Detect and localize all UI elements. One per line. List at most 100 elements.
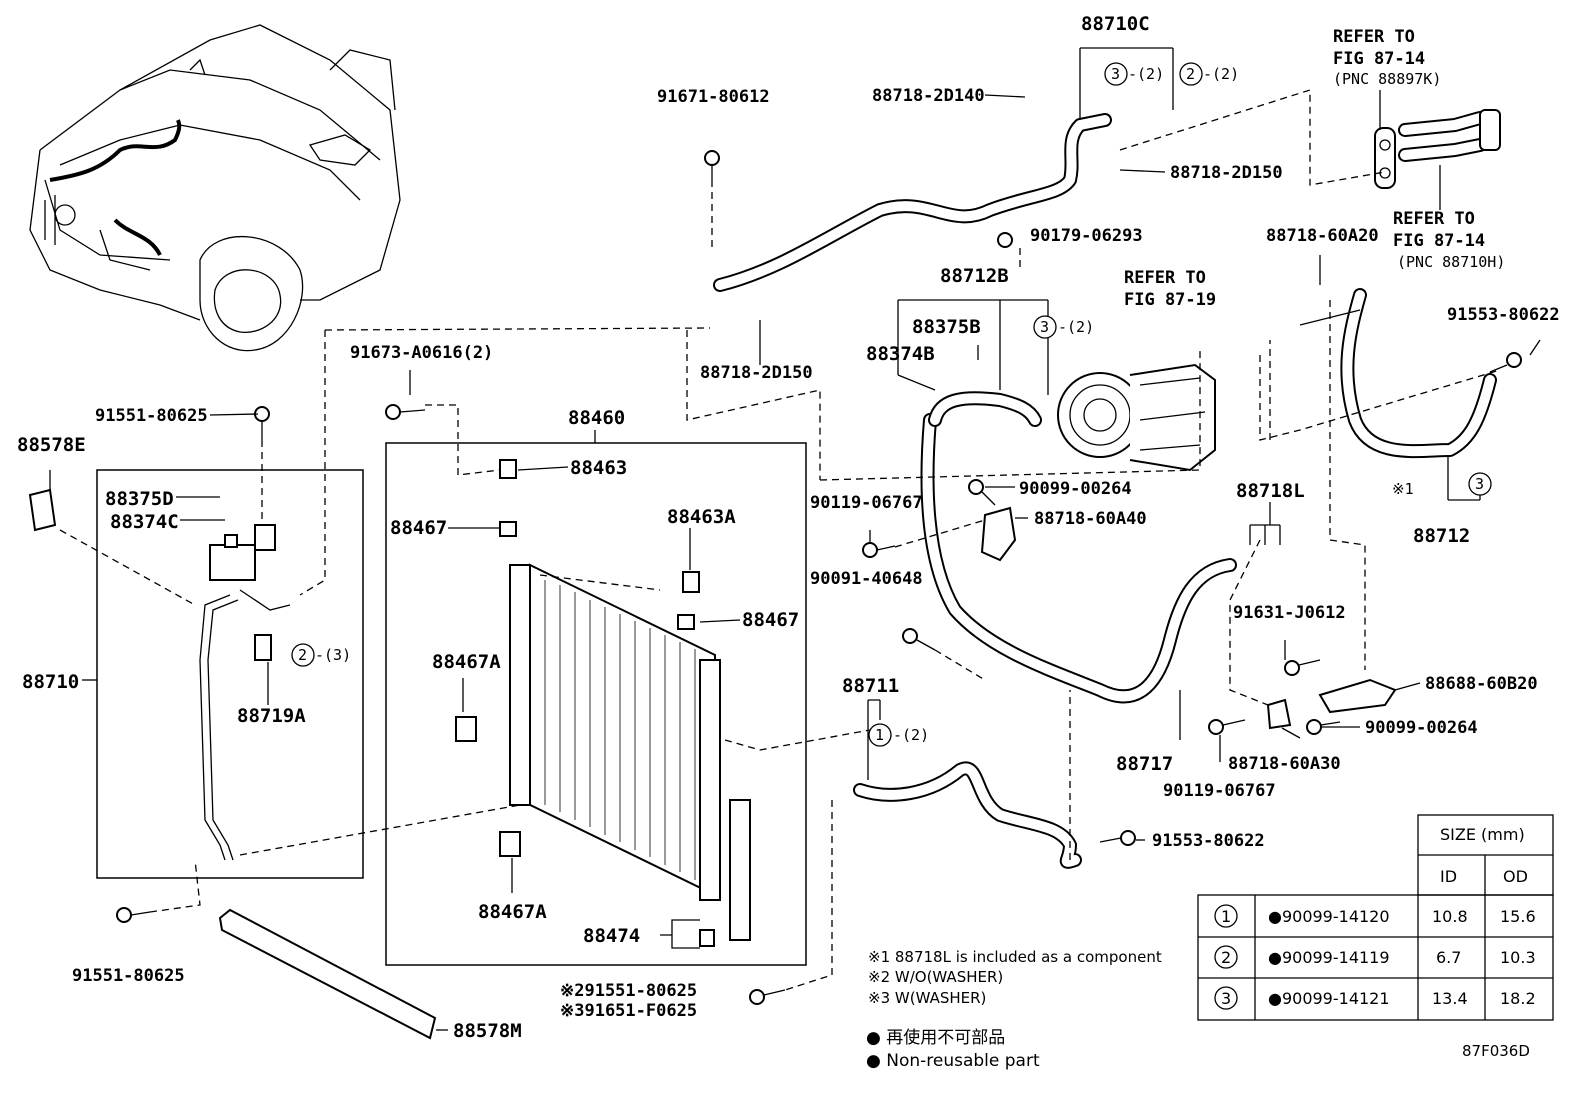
key-2: 2 bbox=[1186, 65, 1195, 83]
label-88712b: 88712B bbox=[940, 265, 1009, 287]
label-88688-60b20: 88688-60B20 bbox=[1425, 674, 1538, 694]
label-91553-80622: 91553-80622 bbox=[1152, 831, 1265, 851]
label-88474: 88474 bbox=[583, 925, 640, 947]
label-qty: -(2) bbox=[1058, 318, 1094, 336]
size-row-od: 18.2 bbox=[1500, 989, 1536, 1008]
label-90091-40648: 90091-40648 bbox=[810, 569, 923, 589]
label-88578m: 88578M bbox=[453, 1020, 522, 1042]
svg-text:REFER TO: REFER TO bbox=[1393, 209, 1475, 229]
svg-text:● Non-reusable part: ● Non-reusable part bbox=[866, 1051, 1040, 1071]
svg-text:2: 2 bbox=[1221, 948, 1231, 967]
label-91673-a0616: 91673-A0616(2) bbox=[350, 343, 493, 363]
condenser-assembly-88460 bbox=[385, 442, 807, 966]
pipe-illustration bbox=[199, 109, 1501, 869]
key-circles: 3 2 3 2 1 3 bbox=[291, 62, 1492, 747]
label-88463a: 88463A bbox=[667, 506, 736, 528]
svg-text:REFER TO: REFER TO bbox=[1124, 268, 1206, 288]
refer-to-2: REFER TO FIG 87-14 (PNC 88710H) bbox=[1393, 209, 1505, 271]
label-88710c: 88710C bbox=[1081, 13, 1150, 35]
label-88719a: 88719A bbox=[237, 705, 306, 727]
label-88578e: 88578E bbox=[17, 434, 86, 456]
size-row-od: 10.3 bbox=[1500, 948, 1536, 967]
key-3: 3 bbox=[1111, 65, 1120, 83]
svg-text:※3 W(WASHER): ※3 W(WASHER) bbox=[868, 989, 986, 1007]
svg-text:FIG 87-14: FIG 87-14 bbox=[1333, 49, 1425, 69]
label-88711: 88711 bbox=[842, 675, 899, 697]
svg-text:FIG 87-19: FIG 87-19 bbox=[1124, 290, 1216, 310]
size-row-id: 10.8 bbox=[1432, 907, 1468, 926]
svg-text:1: 1 bbox=[1221, 907, 1231, 926]
size-row-part: ●90099-14120 bbox=[1268, 907, 1390, 926]
size-row-part: ●90099-14119 bbox=[1268, 948, 1390, 967]
receiver-box-88710 bbox=[96, 469, 364, 879]
size-row-id: 13.4 bbox=[1432, 989, 1468, 1008]
label-qty: -(2) bbox=[1203, 65, 1239, 83]
size-table: SIZE (mm) ID OD 1 ●90099-14120 10.8 15.6… bbox=[1197, 814, 1554, 1021]
bolts bbox=[116, 150, 1522, 1005]
label-88718-60a40: 88718-60A40 bbox=[1034, 509, 1147, 529]
label-qty: -(2) bbox=[893, 726, 929, 744]
solid-leaders bbox=[49, 47, 1541, 1031]
size-row-od: 15.6 bbox=[1500, 907, 1536, 926]
label-88375d: 88375D bbox=[105, 488, 174, 510]
label-90179-06293: 90179-06293 bbox=[1030, 226, 1143, 246]
size-row-id: 6.7 bbox=[1436, 948, 1461, 967]
label-n2: ※291551-80625 bbox=[560, 981, 697, 1001]
part-88578m-shape bbox=[218, 908, 437, 1040]
label-91553-80622: 91553-80622 bbox=[1447, 305, 1560, 325]
label-90099-00264: 90099-00264 bbox=[1365, 718, 1478, 738]
key-2: 2 bbox=[298, 646, 307, 664]
label-91671-80612: 91671-80612 bbox=[657, 87, 770, 107]
svg-text:REFER TO: REFER TO bbox=[1333, 27, 1415, 47]
svg-text:(PNC 88897K): (PNC 88897K) bbox=[1333, 70, 1441, 88]
refer-to-1: REFER TO FIG 87-14 (PNC 88897K) bbox=[1333, 27, 1441, 88]
label-88467: 88467 bbox=[390, 517, 447, 539]
svg-text:3: 3 bbox=[1221, 989, 1231, 1008]
label-note1-mark: ※1 bbox=[1392, 480, 1414, 498]
label-91631-j0612: 91631-J0612 bbox=[1233, 603, 1346, 623]
size-table-od-header: OD bbox=[1503, 867, 1528, 886]
key-3: 3 bbox=[1475, 475, 1484, 493]
label-88717: 88717 bbox=[1116, 753, 1173, 775]
label-qty: -(3) bbox=[315, 646, 351, 664]
label-90099-00264: 90099-00264 bbox=[1019, 479, 1132, 499]
svg-text:● 再使用不可部品: ● 再使用不可部品 bbox=[866, 1027, 1005, 1048]
label-88718-2d150: 88718-2D150 bbox=[700, 363, 813, 383]
label-88374c: 88374C bbox=[110, 511, 179, 533]
svg-text:※1 88718L is included as a com: ※1 88718L is included as a component bbox=[868, 948, 1162, 966]
label-88463: 88463 bbox=[570, 457, 627, 479]
label-n3: ※391651-F0625 bbox=[560, 1001, 697, 1021]
vehicle-illustration bbox=[29, 24, 401, 352]
size-table-id-header: ID bbox=[1440, 867, 1457, 886]
label-88718-2d150: 88718-2D150 bbox=[1170, 163, 1283, 183]
part-88578e-shape bbox=[28, 488, 57, 532]
label-qty: -(2) bbox=[1128, 65, 1164, 83]
part-labels: 88710C -(2) -(2) 88718-2D140 88718-2D150… bbox=[17, 13, 1560, 1042]
label-88710: 88710 bbox=[22, 671, 79, 693]
label-88718-60a20: 88718-60A20 bbox=[1266, 226, 1379, 246]
legend: ● 再使用不可部品 ● Non-reusable part bbox=[866, 1027, 1040, 1071]
label-91551-80625: 91551-80625 bbox=[72, 966, 185, 986]
size-table-title: SIZE (mm) bbox=[1440, 825, 1525, 844]
label-88460: 88460 bbox=[568, 407, 625, 429]
label-88718-60a30: 88718-60A30 bbox=[1228, 754, 1341, 774]
key-3: 3 bbox=[1040, 318, 1049, 336]
label-88374b: 88374B bbox=[866, 343, 935, 365]
refer-to-3: REFER TO FIG 87-19 bbox=[1124, 268, 1216, 310]
label-88467: 88467 bbox=[742, 609, 799, 631]
footnotes: ※1 88718L is included as a component ※2 … bbox=[868, 948, 1162, 1007]
label-88718l: 88718L bbox=[1236, 480, 1305, 502]
label-91551-80625: 91551-80625 bbox=[95, 406, 208, 426]
label-88718-2d140: 88718-2D140 bbox=[872, 86, 985, 106]
svg-text:※2 W/O(WASHER): ※2 W/O(WASHER) bbox=[868, 968, 1003, 986]
label-88467a: 88467A bbox=[432, 651, 501, 673]
svg-text:FIG 87-14: FIG 87-14 bbox=[1393, 231, 1485, 251]
size-row-part: ●90099-14121 bbox=[1268, 989, 1390, 1008]
label-90119-06767: 90119-06767 bbox=[1163, 781, 1276, 801]
diagram-id: 87F036D bbox=[1462, 1042, 1530, 1060]
label-88467a: 88467A bbox=[478, 901, 547, 923]
svg-text:(PNC 88710H): (PNC 88710H) bbox=[1397, 253, 1505, 271]
label-90119-06767: 90119-06767 bbox=[810, 493, 923, 513]
label-88375b: 88375B bbox=[912, 316, 981, 338]
